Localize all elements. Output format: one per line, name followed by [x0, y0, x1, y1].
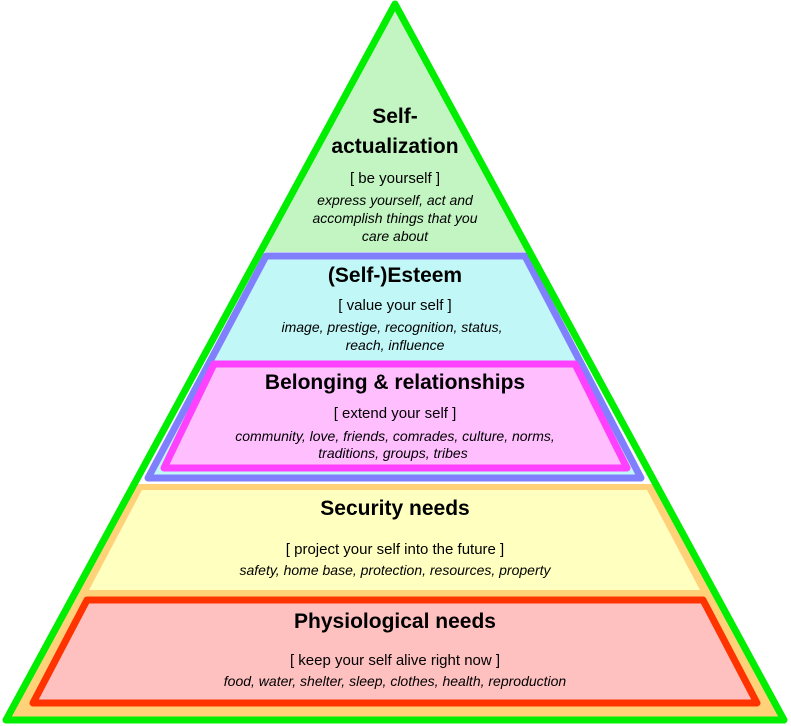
- self-actualization-title-2: actualization: [331, 135, 459, 158]
- security-subtitle: [ project your self into the future ]: [285, 541, 505, 558]
- esteem-desc-1: image, prestige, recognition, status,: [281, 319, 503, 335]
- security-title: Security needs: [320, 497, 470, 520]
- level-security-shape: [89, 490, 700, 590]
- self-actualization-title-1: Self-: [372, 105, 418, 128]
- self-actualization-desc-3: care about: [361, 228, 429, 244]
- esteem-subtitle: [ value your self ]: [338, 297, 452, 314]
- self-actualization-desc-2: accomplish things that you: [312, 210, 478, 226]
- belonging-title: Belonging & relationships: [264, 371, 526, 394]
- level-self-actualization-shape: [262, 4, 528, 252]
- belonging-subtitle: [ extend your self ]: [333, 405, 457, 422]
- security-desc: safety, home base, protection, resources…: [239, 562, 551, 578]
- belonging-desc-2: traditions, groups, tribes: [318, 445, 468, 461]
- esteem-title: (Self-)Esteem: [327, 264, 463, 287]
- physiological-subtitle: [ keep your self alive right now ]: [289, 652, 501, 669]
- level-belonging-shape: [160, 360, 631, 472]
- self-actualization-subtitle: [ be yourself ]: [349, 170, 441, 187]
- level-physiological-shape: [29, 596, 761, 707]
- belonging-desc-1: community, love, friends, comrades, cult…: [235, 428, 555, 444]
- physiological-desc: food, water, shelter, sleep, clothes, he…: [223, 673, 567, 689]
- esteem-desc-2: reach, influence: [345, 337, 445, 353]
- self-actualization-desc-1: express yourself, act and: [317, 192, 473, 208]
- physiological-title: Physiological needs: [294, 610, 496, 633]
